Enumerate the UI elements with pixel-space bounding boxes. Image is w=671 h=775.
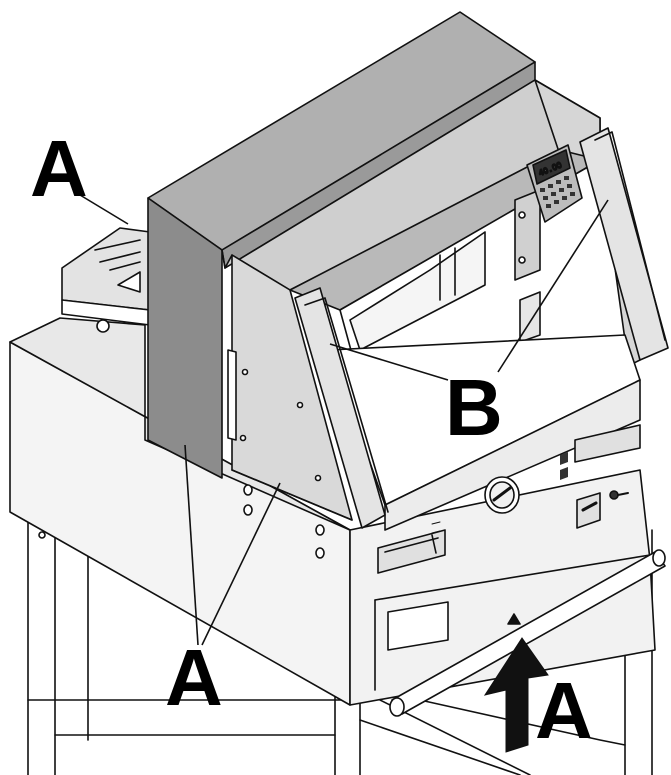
front-controls xyxy=(377,424,641,574)
safety-light-bars xyxy=(294,127,669,529)
lower-cabinet xyxy=(9,317,656,706)
label-a-arrow: A xyxy=(535,666,593,755)
leader-a-top xyxy=(79,194,129,225)
up-arrow-icon xyxy=(483,637,549,753)
label-a-bottom: A xyxy=(165,633,223,722)
blade-cover xyxy=(147,11,536,479)
label-a-top-left: A xyxy=(30,124,88,213)
foot-bar xyxy=(389,549,666,717)
label-b: B xyxy=(445,363,503,452)
rear-table xyxy=(61,227,151,333)
leader-lines xyxy=(79,194,609,646)
leader-a-bottom-1 xyxy=(184,444,199,646)
leader-a-bottom-2 xyxy=(201,482,281,646)
leader-b-left xyxy=(329,343,449,381)
keypad-keys xyxy=(540,176,575,208)
control-panel: 40.00 xyxy=(526,144,583,223)
leader-b-right xyxy=(497,199,609,373)
